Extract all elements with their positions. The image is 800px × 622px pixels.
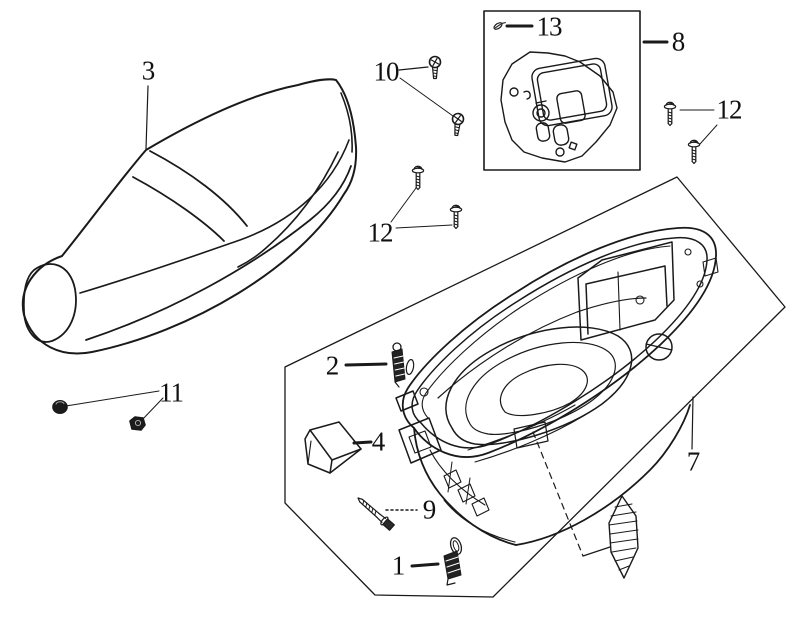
callout-12-screws-right: 12 <box>716 94 743 125</box>
callout-8-tray: 8 <box>671 26 685 57</box>
callout-2-clip: 2 <box>325 350 339 381</box>
callout-10-screws: 10 <box>373 56 400 87</box>
screw-icon-12d <box>687 139 701 165</box>
callout-4-pad: 4 <box>371 426 385 457</box>
screw-icon-12a <box>411 165 425 191</box>
screw-icon-12c <box>663 101 677 127</box>
callout-1-latch: 1 <box>391 550 405 581</box>
clip-icon-2 <box>391 342 415 388</box>
storage-box-drawing <box>395 226 719 546</box>
callout-11-nuts: 11 <box>159 377 184 408</box>
callout-7-box: 7 <box>686 446 700 477</box>
nut-icon-11a <box>52 399 68 414</box>
leader-lines <box>65 24 718 568</box>
pad-icon-4 <box>304 421 362 474</box>
callout-9-bolt: 9 <box>422 494 436 525</box>
callout-13-pin: 13 <box>536 11 563 42</box>
hatched-wedge-icon <box>532 431 639 579</box>
bolt-icon-9 <box>357 497 395 531</box>
box-frame-border <box>284 176 786 598</box>
callout-3-seat: 3 <box>141 55 155 86</box>
pin-icon-13 <box>493 22 506 30</box>
seat-drawing <box>21 78 358 355</box>
latch-icon-1 <box>443 537 463 586</box>
screw-icon-10a <box>428 55 442 80</box>
callout-12-screws-mid: 12 <box>367 217 394 248</box>
tray-drawing <box>500 51 618 163</box>
tray-frame-box <box>483 10 641 171</box>
